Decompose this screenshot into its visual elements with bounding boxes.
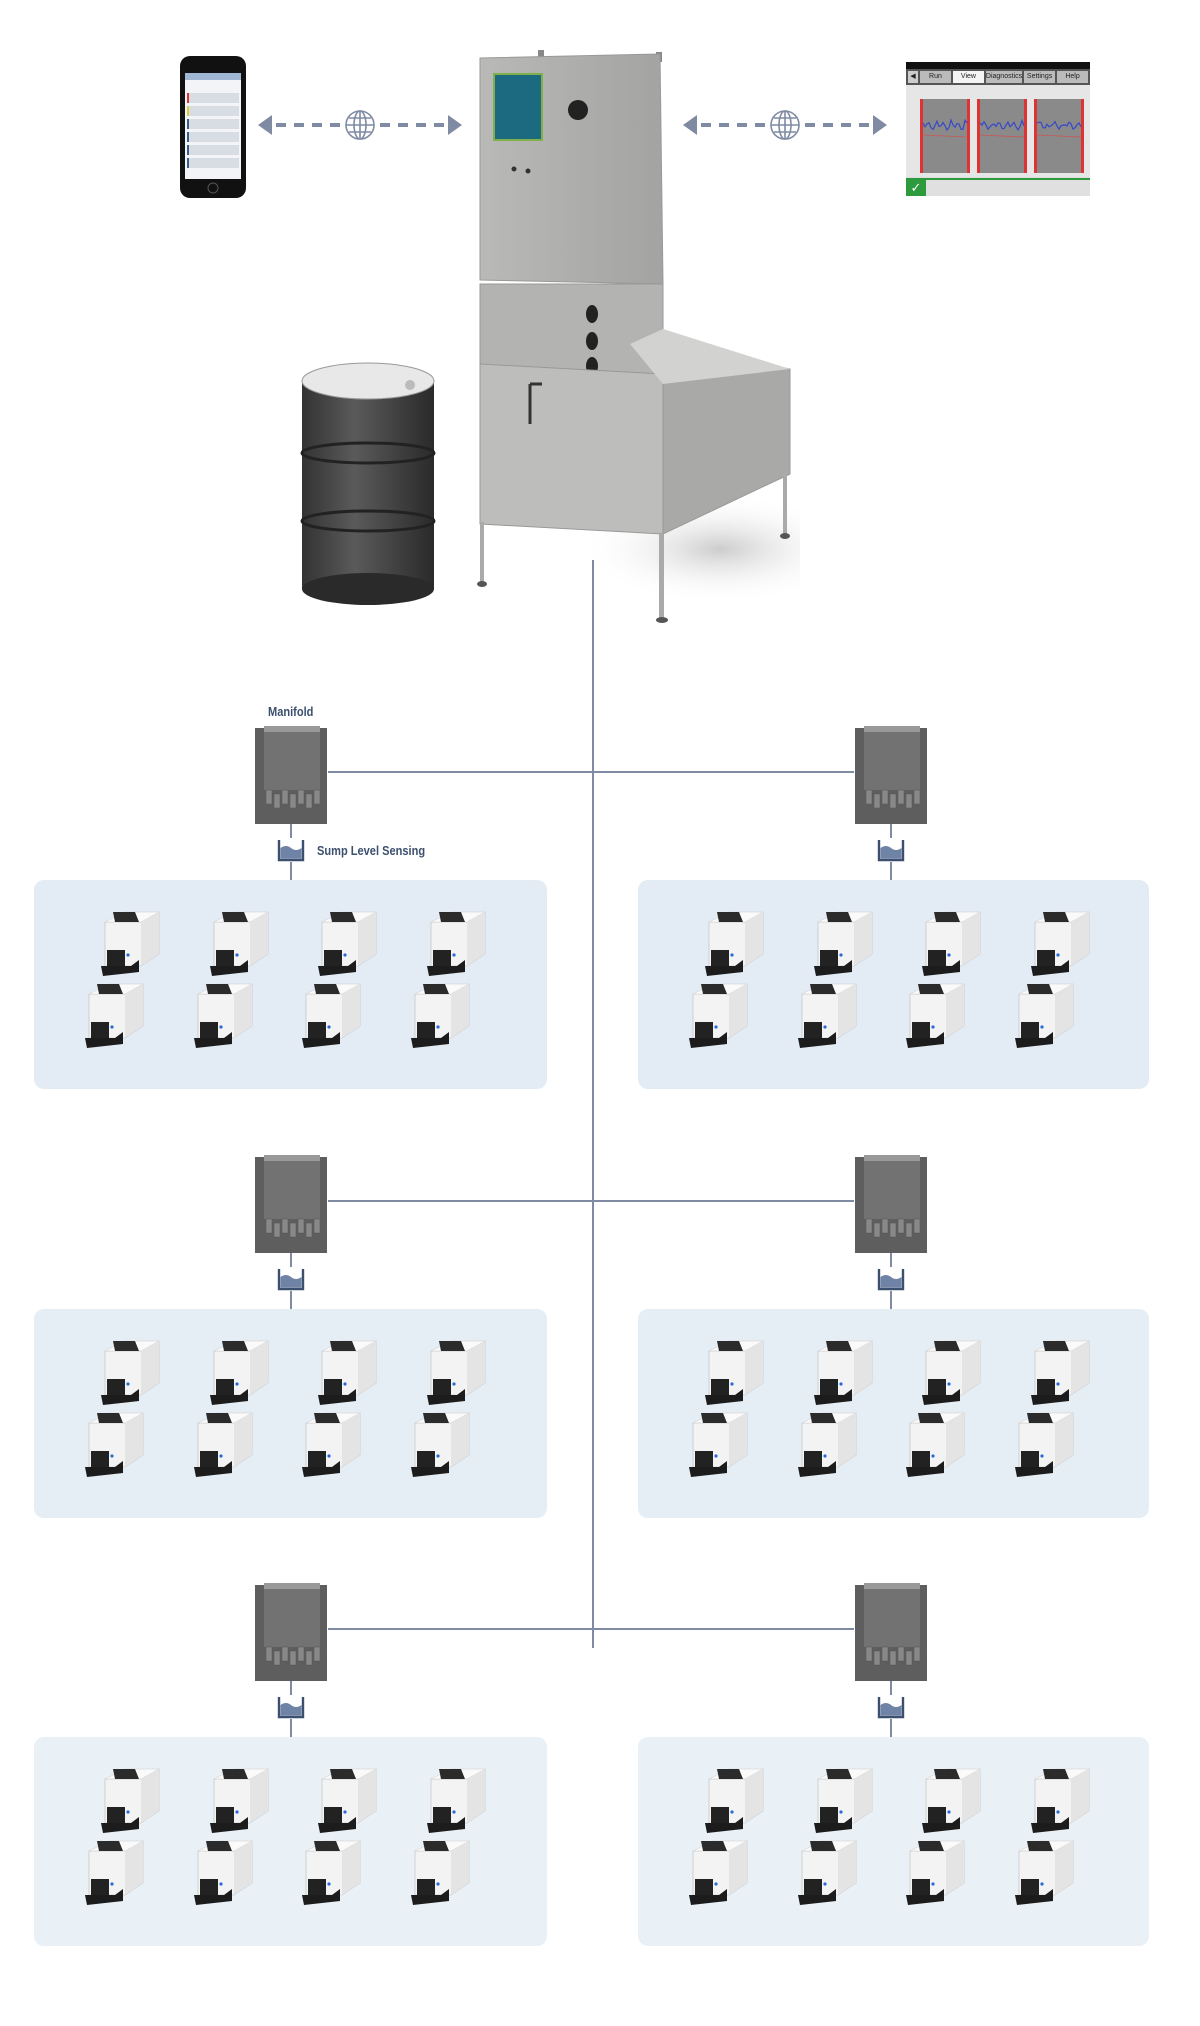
manifold <box>854 1581 928 1681</box>
tablet-dashboard-image: ◀ Run View Diagnostics Settings Help ✓ <box>906 62 1090 196</box>
machine-tool <box>79 980 145 1054</box>
machine-tool <box>405 1409 471 1483</box>
sump-level-icon <box>877 1267 905 1291</box>
machine-tool <box>188 1409 254 1483</box>
machine-group-panel <box>34 880 547 1089</box>
machine-tool <box>1009 980 1075 1054</box>
sump-level-icon <box>877 838 905 862</box>
globe-icon <box>769 109 801 146</box>
machine-tool <box>916 1765 982 1839</box>
machine-tool <box>95 1337 161 1411</box>
machine-tool <box>1025 1765 1091 1839</box>
machine-tool <box>1009 1409 1075 1483</box>
branch-line <box>593 1200 854 1202</box>
machine-tool <box>95 908 161 982</box>
machine-tool <box>900 1837 966 1911</box>
machine-tool <box>900 980 966 1054</box>
branch-line <box>593 1628 854 1630</box>
machine-tool <box>683 1409 749 1483</box>
machine-tool <box>421 1337 487 1411</box>
machine-tool <box>312 1765 378 1839</box>
manifold <box>254 1153 328 1253</box>
manifold <box>254 724 328 824</box>
machine-tool <box>1025 1337 1091 1411</box>
machine-tool <box>405 980 471 1054</box>
sump-level-icon <box>277 838 305 862</box>
sump-level-icon <box>277 1267 305 1291</box>
machine-tool <box>405 1837 471 1911</box>
check-icon: ✓ <box>906 180 926 196</box>
machine-tool <box>808 1765 874 1839</box>
machine-tool <box>699 1765 765 1839</box>
machine-tool <box>204 908 270 982</box>
branch-line <box>593 771 854 773</box>
machine-tool <box>792 980 858 1054</box>
machine-tool <box>79 1837 145 1911</box>
network-link-left <box>258 110 462 140</box>
tablet-tab: Run <box>920 71 951 83</box>
branch-line <box>328 1628 593 1630</box>
machine-tool <box>792 1409 858 1483</box>
machine-tool <box>421 908 487 982</box>
machine-tool <box>95 1765 161 1839</box>
branch-line <box>328 771 593 773</box>
manifold <box>254 1581 328 1681</box>
machine-tool <box>1009 1837 1075 1911</box>
machine-tool <box>683 980 749 1054</box>
network-link-right <box>683 110 887 140</box>
machine-tool <box>188 980 254 1054</box>
machine-tool <box>188 1837 254 1911</box>
central-dispensing-cabinet <box>470 44 860 624</box>
tablet-tab: Settings <box>1024 71 1056 83</box>
machine-tool <box>204 1337 270 1411</box>
manifold <box>854 724 928 824</box>
machine-tool <box>204 1765 270 1839</box>
sump-level-sensing-label: Sump Level Sensing <box>317 843 426 858</box>
tablet-tab: View <box>952 71 984 83</box>
oil-drum <box>300 361 436 607</box>
machine-tool <box>312 1337 378 1411</box>
smartphone-image <box>179 55 247 199</box>
manifold-label: Manifold <box>268 704 314 719</box>
machine-tool <box>916 1337 982 1411</box>
machine-tool <box>699 908 765 982</box>
sump-level-icon <box>277 1695 305 1719</box>
machine-tool <box>900 1409 966 1483</box>
sump-level-icon <box>877 1695 905 1719</box>
machine-tool <box>808 1337 874 1411</box>
machine-tool <box>312 908 378 982</box>
tablet-tab: Help <box>1057 71 1088 83</box>
machine-group-panel <box>34 1309 547 1518</box>
machine-tool <box>296 1837 362 1911</box>
machine-tool <box>808 908 874 982</box>
machine-tool <box>296 980 362 1054</box>
machine-group-panel <box>638 1737 1149 1946</box>
machine-group-panel <box>638 1309 1149 1518</box>
branch-line <box>328 1200 593 1202</box>
manifold <box>854 1153 928 1253</box>
machine-tool <box>296 1409 362 1483</box>
machine-tool <box>683 1837 749 1911</box>
machine-tool <box>792 1837 858 1911</box>
machine-tool <box>79 1409 145 1483</box>
machine-tool <box>421 1765 487 1839</box>
machine-tool <box>1025 908 1091 982</box>
machine-tool <box>699 1337 765 1411</box>
machine-tool <box>916 908 982 982</box>
machine-group-panel <box>34 1737 547 1946</box>
globe-icon <box>344 109 376 146</box>
tablet-tab: Diagnostics <box>985 71 1023 83</box>
machine-group-panel <box>638 880 1149 1089</box>
main-supply-line <box>592 560 594 1648</box>
